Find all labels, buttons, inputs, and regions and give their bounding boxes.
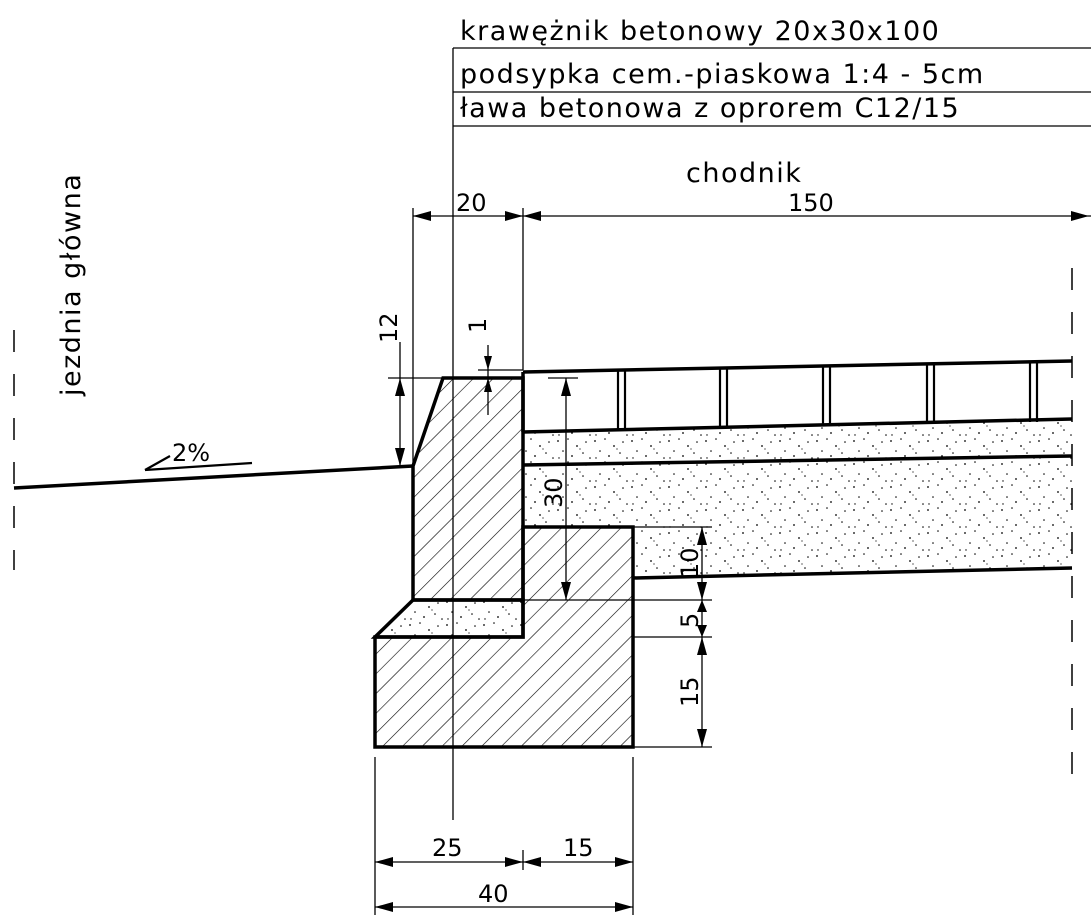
slope-label: 2% (172, 439, 210, 467)
paving-block-joints (616, 362, 1039, 430)
dim-right-stack: 10 5 15 (523, 526, 712, 748)
dim-sidewalk-width: 150 (788, 189, 834, 217)
sidewalk-subbase (523, 456, 1072, 578)
dim-1-label: 1 (464, 318, 492, 333)
road-surface (13, 464, 414, 490)
bedding-layer (370, 598, 525, 639)
legend-item-bedding: podsypka cem.-piaskowa 1:4 - 5cm (460, 59, 985, 90)
dim-curb-step: 1 (464, 318, 523, 415)
dim-15b-label: 15 (563, 834, 594, 862)
sidewalk-label: chodnik (686, 158, 802, 189)
bottom-dimension-lines: 25 15 40 (374, 757, 634, 915)
dim-15-label: 15 (676, 676, 704, 707)
dim-12-label: 12 (375, 312, 403, 343)
dim-40-label: 40 (478, 880, 509, 908)
dim-25-label: 25 (432, 834, 463, 862)
dim-curb-reveal: 12 (375, 312, 443, 466)
slope-indicator: 2% (144, 439, 253, 472)
legend-item-bench: ława betonowa z oprorem C12/15 (460, 93, 960, 124)
dim-curb-width: 20 (456, 189, 487, 217)
dim-5-label: 5 (676, 613, 704, 628)
top-dimension-line: 20 150 (412, 189, 1091, 464)
legend-table: krawężnik betonowy 20x30x100 podsypka ce… (452, 16, 1091, 820)
dim-10-label: 10 (676, 547, 704, 578)
dim-curb-height: 30 (540, 377, 578, 600)
curb (411, 376, 525, 602)
dim-30-label: 30 (540, 477, 568, 508)
road-label: jezdnia główna (56, 173, 87, 397)
legend-item-curb: krawężnik betonowy 20x30x100 (460, 16, 940, 47)
